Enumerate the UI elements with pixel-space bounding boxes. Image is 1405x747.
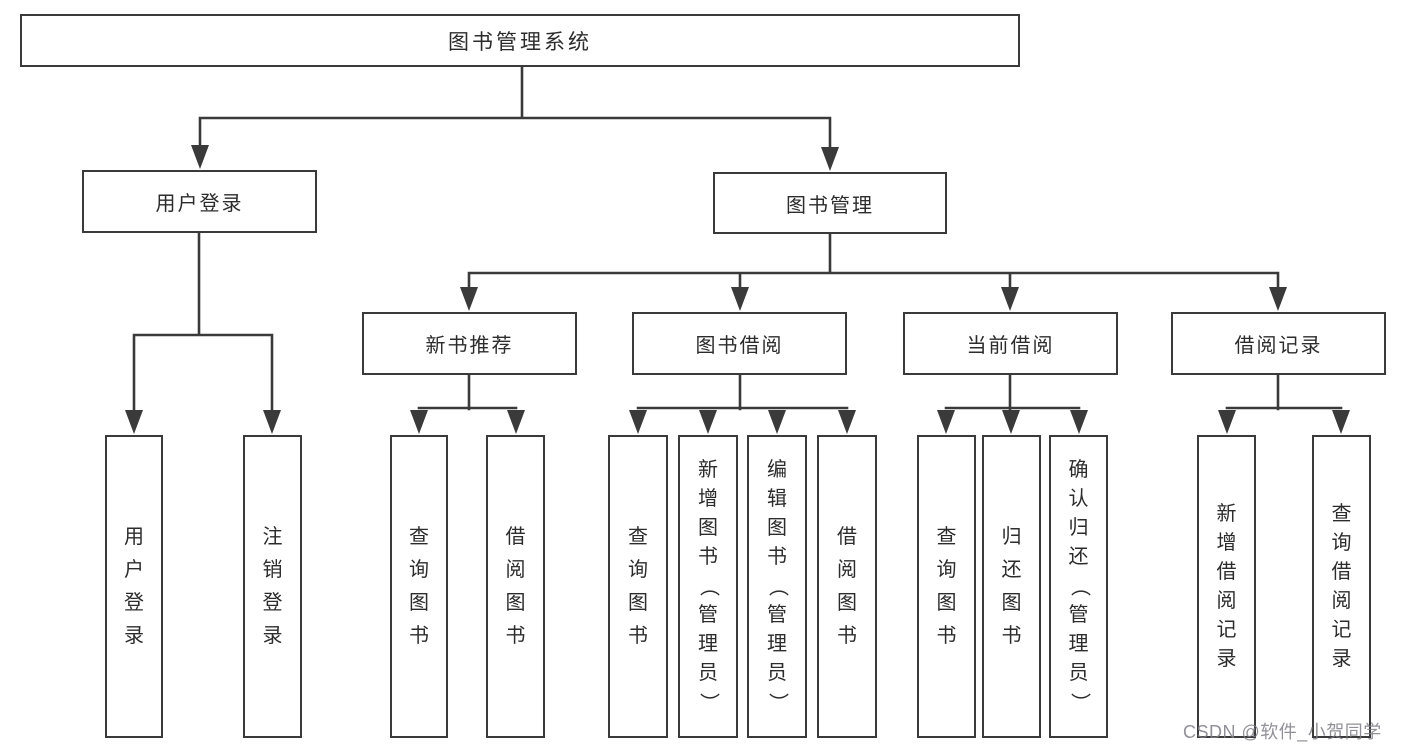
- leaf-borrow-books-recommend: 借阅图书: [486, 435, 545, 738]
- tree-edges: [132, 64, 1343, 415]
- arrowhead: [699, 410, 717, 434]
- leaf-borrow-books: 借阅图书: [817, 435, 877, 738]
- arrowhead: [629, 410, 647, 434]
- arrowhead: [1001, 287, 1019, 311]
- arrowhead: [1332, 410, 1350, 434]
- leaf-label: 查询图书: [628, 525, 648, 647]
- leaf-label: 查询借阅记录: [1331, 502, 1352, 670]
- leaf-confirm-return-admin: 确认归还（管理员）: [1049, 435, 1108, 738]
- arrowhead: [1002, 410, 1020, 434]
- leaf-add-borrow-record: 新增借阅记录: [1197, 435, 1256, 738]
- arrowhead: [1070, 410, 1088, 434]
- leaf-label: 借阅图书: [505, 525, 526, 647]
- csdn-watermark: CSDN @软件_小贺同学: [1183, 722, 1382, 742]
- leaf-return-books: 归还图书: [982, 435, 1041, 738]
- leaf-user-login: 用户登录: [105, 435, 163, 738]
- node-current-borrowing: 当前借阅: [903, 312, 1118, 375]
- leaf-label: 归还图书: [1001, 525, 1022, 647]
- node-system-root: 图书管理系统: [20, 14, 1020, 67]
- leaf-logout: 注销登录: [243, 435, 302, 738]
- leaf-label: 借阅图书: [837, 525, 857, 647]
- node-borrowing-records: 借阅记录: [1171, 312, 1386, 375]
- node-book-management: 图书管理: [713, 172, 947, 234]
- arrowhead: [125, 410, 143, 434]
- leaf-query-borrow-record: 查询借阅记录: [1312, 435, 1371, 738]
- arrowhead: [838, 410, 856, 434]
- leaf-label: 新增图书（管理员）: [697, 459, 720, 713]
- arrowhead: [191, 145, 209, 169]
- leaf-label: 确认归还（管理员）: [1068, 459, 1090, 713]
- node-book-borrowing: 图书借阅: [632, 312, 847, 375]
- arrowhead: [507, 410, 525, 434]
- leaf-label: 用户登录: [124, 525, 144, 647]
- arrowhead: [410, 410, 428, 434]
- leaf-add-books-admin: 新增图书（管理员）: [678, 435, 738, 738]
- arrowhead: [460, 287, 478, 311]
- leaf-label: 新增借阅记录: [1216, 502, 1237, 670]
- leaf-label: 注销登录: [262, 525, 283, 647]
- leaf-query-books-recommend: 查询图书: [390, 435, 448, 738]
- arrowhead: [731, 287, 749, 311]
- arrowhead: [768, 410, 786, 434]
- node-new-book-recommend: 新书推荐: [362, 312, 577, 375]
- leaf-label: 编辑图书（管理员）: [766, 459, 789, 713]
- arrowhead: [1269, 287, 1287, 311]
- arrowhead: [263, 410, 281, 434]
- leaf-label: 查询图书: [409, 525, 429, 647]
- leaf-edit-books-admin: 编辑图书（管理员）: [747, 435, 807, 738]
- arrowhead: [1218, 410, 1236, 434]
- arrowhead: [821, 147, 839, 171]
- leaf-label: 查询图书: [936, 525, 957, 647]
- leaf-query-books-current: 查询图书: [917, 435, 976, 738]
- leaf-query-books-borrow: 查询图书: [608, 435, 668, 738]
- node-user-login: 用户登录: [82, 170, 317, 233]
- arrowhead: [937, 410, 955, 434]
